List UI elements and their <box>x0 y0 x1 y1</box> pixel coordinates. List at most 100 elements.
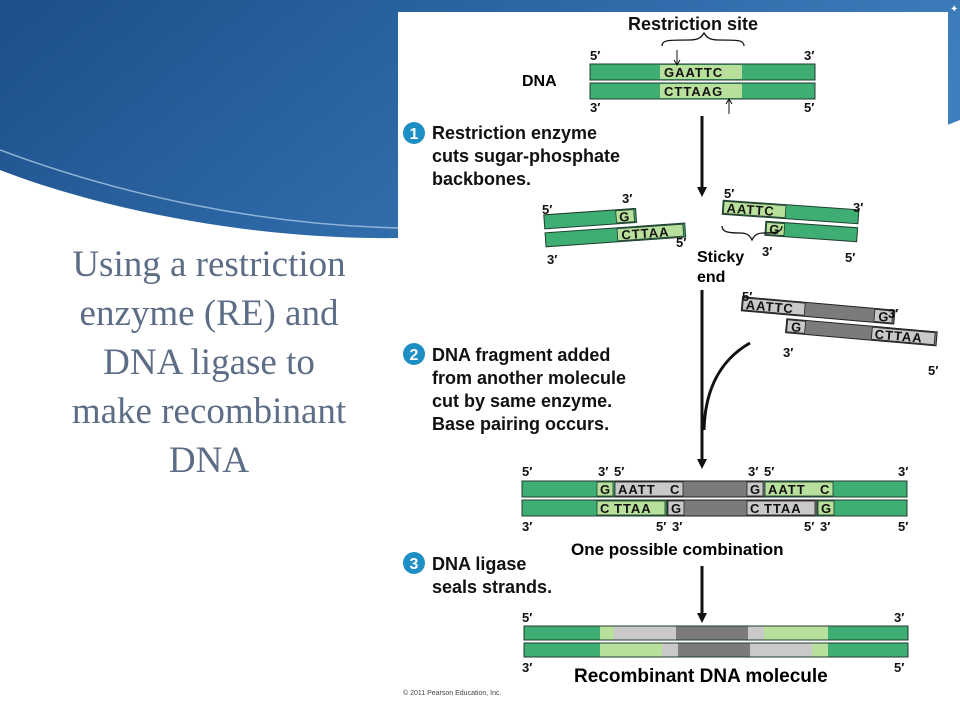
combo-bottom-cell <box>667 500 685 516</box>
title-line: DNA ligase to <box>103 342 315 383</box>
final-segment <box>662 643 678 657</box>
title-line: make recombinant <box>71 391 347 432</box>
combo-bottom-base: C <box>750 501 760 516</box>
final-segment <box>600 626 614 640</box>
sticky-end-brace <box>721 225 783 242</box>
combo-bottom-base: TTAA <box>764 501 802 516</box>
foreign-fragment-g: G <box>790 319 801 335</box>
foreign-fragment-g: G <box>878 309 889 325</box>
left-fragment-bottom-seq: CTTAA <box>621 224 670 242</box>
step2-line: Base pairing occurs. <box>432 414 609 434</box>
title-line: Using a restriction <box>72 244 346 285</box>
prime-3-label: 3′ <box>853 200 863 215</box>
final-segment <box>828 643 908 657</box>
prime-3-label: 3′ <box>672 519 682 534</box>
sticky-end-label: end <box>697 269 725 286</box>
prime-3-label: 3′ <box>622 191 632 206</box>
prime-3-label: 3′ <box>783 345 793 360</box>
foreign-fragment-top-end <box>741 297 806 316</box>
prime-3-label: 3′ <box>762 244 772 259</box>
step3-number: 3 <box>410 556 419 573</box>
combo-top-base: C <box>820 482 830 497</box>
prime-3-label: 3′ <box>598 464 608 479</box>
star-icon: ✦ <box>950 4 958 15</box>
combo-bottom-cell <box>817 500 835 516</box>
foreign-fragment-top-g <box>873 308 894 324</box>
recombinant-bottom-strand <box>523 642 909 658</box>
restriction-site-brace <box>661 31 745 47</box>
recombinant-top-strand <box>523 625 909 641</box>
combo-bottom-green-right <box>816 499 908 517</box>
combo-top-base: AATT <box>768 482 806 497</box>
copyright: © 2011 Pearson Education, Inc. <box>403 689 501 697</box>
final-segment <box>600 643 662 657</box>
prime-5-label: 5′ <box>804 519 814 534</box>
final-segment <box>678 643 750 657</box>
prime-5-label: 5′ <box>590 48 600 63</box>
prime-3-label: 3′ <box>522 660 532 675</box>
foreign-fragment-bottom-end <box>870 326 936 346</box>
step1-line: backbones. <box>432 169 531 189</box>
prime-3-label: 3′ <box>894 610 904 625</box>
prime-3-label: 3′ <box>748 464 758 479</box>
left-fragment-top-seq: G <box>619 209 630 225</box>
restriction-site-top <box>660 65 742 79</box>
combo-top-base: C <box>670 482 680 497</box>
final-segment <box>614 626 676 640</box>
left-fragment-bottom-end <box>616 223 685 242</box>
step3-badge <box>403 552 425 574</box>
step1-line: Restriction enzyme <box>432 123 597 143</box>
foreign-fragment-top-seq: AATTC <box>745 297 794 316</box>
prime-3-label: 3′ <box>590 100 600 115</box>
left-fragment-top-end <box>615 209 635 224</box>
prime-3-label: 3′ <box>888 306 898 321</box>
right-fragment: AATTC G <box>721 199 860 243</box>
final-segment <box>750 643 812 657</box>
prime-5-label: 5′ <box>894 660 904 675</box>
step2-badge <box>403 343 425 365</box>
prime-5-label: 5′ <box>764 464 774 479</box>
combo-bottom-base: C <box>600 501 610 516</box>
prime-5-label: 5′ <box>845 250 855 265</box>
step3-line: seals strands. <box>432 577 552 597</box>
combo-bottom-base: G <box>671 501 681 516</box>
prime-5-label: 5′ <box>656 519 666 534</box>
final-segment <box>812 643 828 657</box>
slide-title: Using a restriction enzyme (RE) and DNA … <box>28 240 390 485</box>
prime-5-label: 5′ <box>804 100 814 115</box>
prime-3-label: 3′ <box>522 519 532 534</box>
step1-line: cuts sugar-phosphate <box>432 146 620 166</box>
title-line: DNA <box>168 440 250 481</box>
combination-label: One possible combination <box>571 540 784 559</box>
combo-top-base: G <box>600 482 610 497</box>
prime-5-label: 5′ <box>542 202 552 217</box>
combo-top-base: G <box>750 482 760 497</box>
right-fragment-bottom <box>764 220 859 243</box>
step2-line: DNA fragment added <box>432 345 610 365</box>
left-fragment: G CTTAA <box>543 207 687 248</box>
cut-arrow-top-head <box>673 59 681 66</box>
combo-top-cell <box>596 481 614 497</box>
right-fragment-top-seq: AATTC <box>726 201 775 219</box>
combo-bottom-base: TTAA <box>614 501 652 516</box>
combo-bottom-base: G <box>821 501 831 516</box>
swoosh-highlight <box>0 149 401 229</box>
right-fragment-bottom-seq: G <box>769 222 780 238</box>
final-segment <box>828 626 908 640</box>
prime-3-label: 3′ <box>820 519 830 534</box>
final-segment <box>524 643 600 657</box>
final-outline <box>523 625 909 641</box>
prime-5-label: 5′ <box>898 519 908 534</box>
dna-label: DNA <box>522 73 557 90</box>
left-fragment-top <box>543 207 638 230</box>
combo-top-cell <box>764 481 834 497</box>
combo-top-base: AATT <box>618 482 656 497</box>
prime-5-label: 5′ <box>522 464 532 479</box>
restriction-site-label: Restriction site <box>628 14 758 34</box>
step3-line: DNA ligase <box>432 554 526 574</box>
figure-panel <box>398 12 948 702</box>
step2-number: 2 <box>410 347 419 364</box>
combo-bottom-cell <box>596 500 666 516</box>
sticky-end-label: Sticky <box>697 249 744 266</box>
